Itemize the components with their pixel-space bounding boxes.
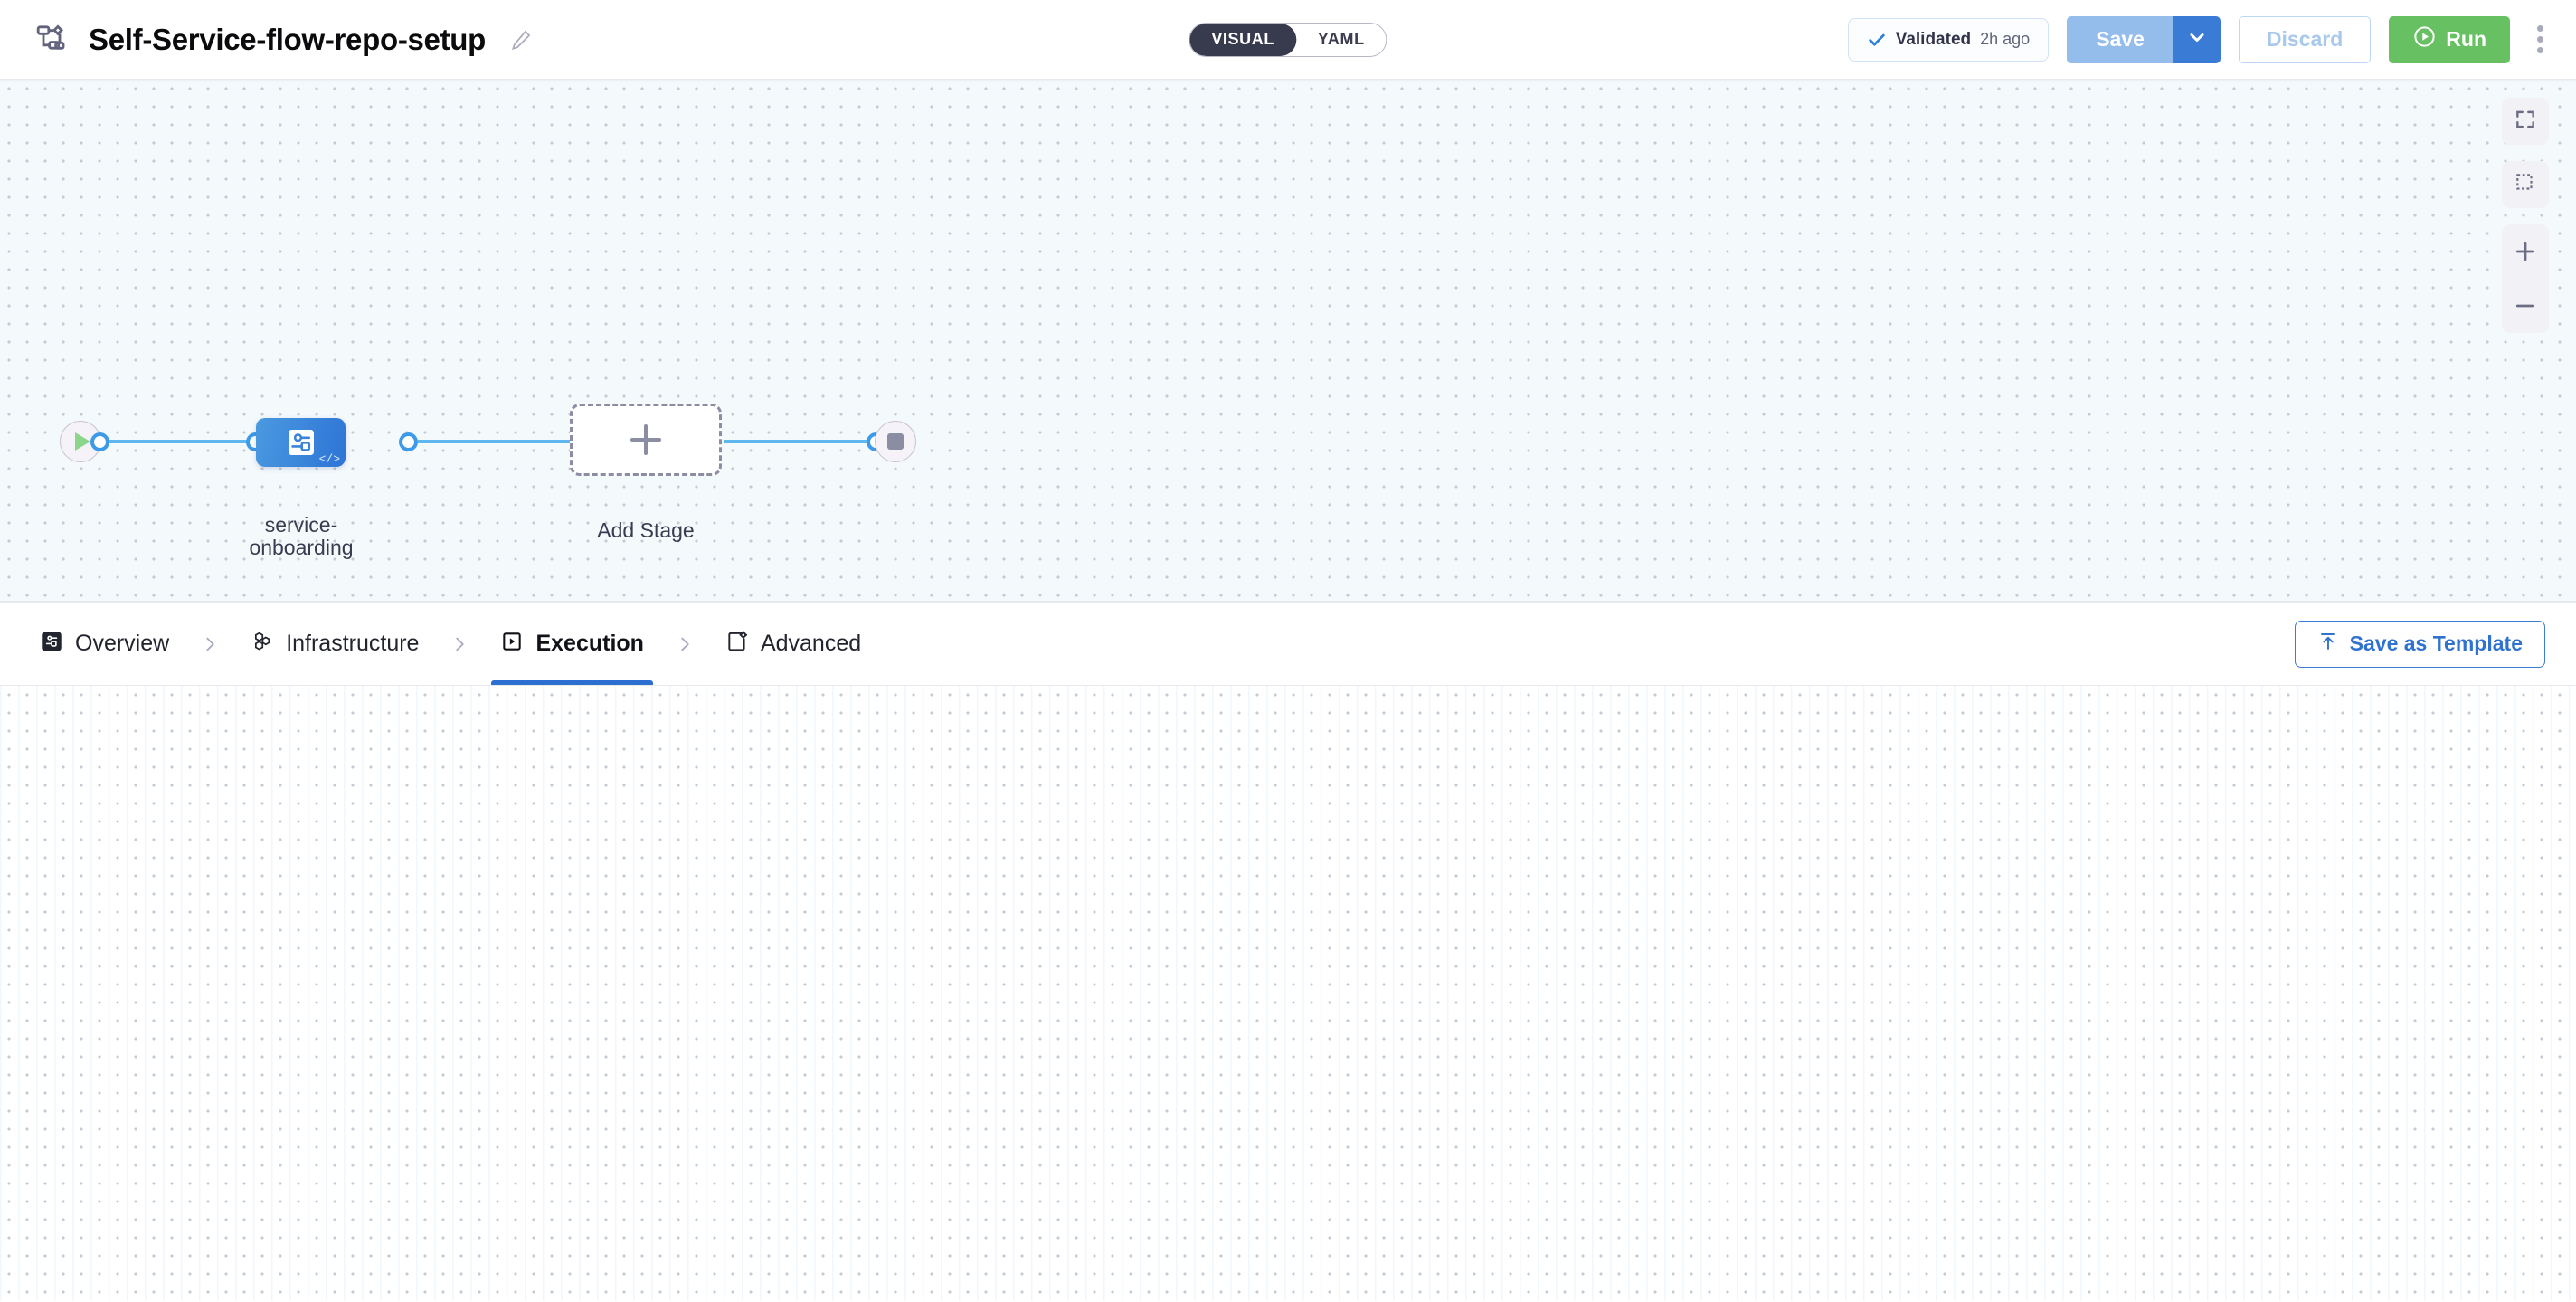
page-title: Self-Service-flow-repo-setup	[89, 22, 487, 56]
tab-separator	[428, 630, 491, 659]
selection-marquee-button[interactable]	[2502, 161, 2549, 208]
marquee-select-icon	[2514, 171, 2537, 199]
chevron-down-icon	[2186, 26, 2208, 52]
fit-to-screen-button[interactable]	[2502, 98, 2549, 145]
connector-line	[724, 440, 882, 443]
zoom-out-button[interactable]	[2502, 279, 2549, 333]
stage-node-service-onboarding[interactable]: </>	[256, 418, 346, 467]
discard-button[interactable]: Discard	[2238, 15, 2372, 63]
save-as-template-label: Save as Template	[2349, 632, 2523, 655]
stage-label: service-onboarding	[249, 513, 354, 559]
end-node[interactable]	[875, 421, 916, 462]
tab-label: Execution	[535, 631, 644, 656]
view-mode-toggle[interactable]: VISUAL YAML	[1189, 22, 1387, 57]
zoom-in-button[interactable]	[2502, 224, 2549, 279]
validated-timestamp: 2h ago	[1980, 30, 2031, 48]
tab-infrastructure[interactable]: Infrastructure	[242, 603, 428, 685]
pipeline-flow-icon	[34, 22, 71, 58]
fit-screen-icon	[2514, 108, 2537, 136]
toolbar-actions: Validated 2h ago Save Discard Run	[1847, 15, 2576, 63]
edit-pencil-icon[interactable]	[509, 28, 533, 52]
tab-separator	[178, 630, 242, 659]
top-toolbar: Self-Service-flow-repo-setup VISUAL YAML…	[0, 0, 2576, 80]
tab-execution[interactable]: Execution	[491, 603, 654, 685]
code-badge: </>	[318, 452, 340, 466]
save-split-button[interactable]: Save	[2067, 15, 2221, 63]
kebab-dot	[2537, 36, 2543, 43]
infrastructure-icon	[251, 630, 274, 658]
mode-visual[interactable]: VISUAL	[1189, 23, 1296, 56]
add-stage-button[interactable]	[570, 404, 722, 476]
stop-square-icon	[887, 433, 904, 450]
connector-port[interactable]	[399, 432, 418, 451]
tab-label: Infrastructure	[286, 631, 420, 656]
mode-yaml[interactable]: YAML	[1317, 30, 1365, 48]
status-badge: Validated 2h ago	[1847, 17, 2050, 62]
tab-advanced[interactable]: Advanced	[716, 603, 870, 685]
save-template-icon	[2317, 631, 2339, 658]
validated-label: Validated	[1895, 29, 1972, 49]
canvas-controls	[2502, 98, 2549, 333]
play-triangle-icon	[75, 432, 90, 451]
advanced-icon	[725, 630, 749, 658]
overview-icon	[40, 630, 63, 658]
connector-line	[418, 440, 572, 443]
save-dropdown-button[interactable]	[2173, 15, 2221, 63]
run-label: Run	[2446, 27, 2486, 51]
tab-overview[interactable]: Overview	[31, 603, 178, 685]
tab-label: Overview	[75, 631, 170, 656]
save-button[interactable]: Save	[2067, 15, 2174, 63]
tab-label: Advanced	[760, 631, 862, 656]
run-button[interactable]: Run	[2389, 15, 2510, 63]
execution-steps-canvas[interactable]: </> CookieCutter </> CreateRepo </> crea…	[0, 686, 2576, 1301]
check-icon	[1867, 30, 1887, 50]
execution-icon	[500, 630, 524, 658]
tab-separator	[653, 630, 716, 659]
connector-port[interactable]	[90, 432, 109, 451]
kebab-dot	[2537, 47, 2543, 53]
stage-canvas[interactable]: </> service-onboarding Add Stage	[0, 80, 2576, 602]
save-as-template-button[interactable]: Save as Template	[2294, 620, 2545, 668]
plus-icon	[644, 424, 648, 455]
kebab-menu-icon[interactable]	[2528, 20, 2552, 59]
play-circle-icon	[2412, 24, 2437, 54]
kebab-dot	[2537, 25, 2543, 32]
section-tabbar: Overview Infrastructure Execution	[0, 602, 2576, 686]
add-stage-label: Add Stage	[597, 518, 695, 542]
zoom-controls	[2502, 224, 2549, 333]
title-group: Self-Service-flow-repo-setup	[0, 22, 533, 58]
connector-line	[99, 440, 267, 443]
